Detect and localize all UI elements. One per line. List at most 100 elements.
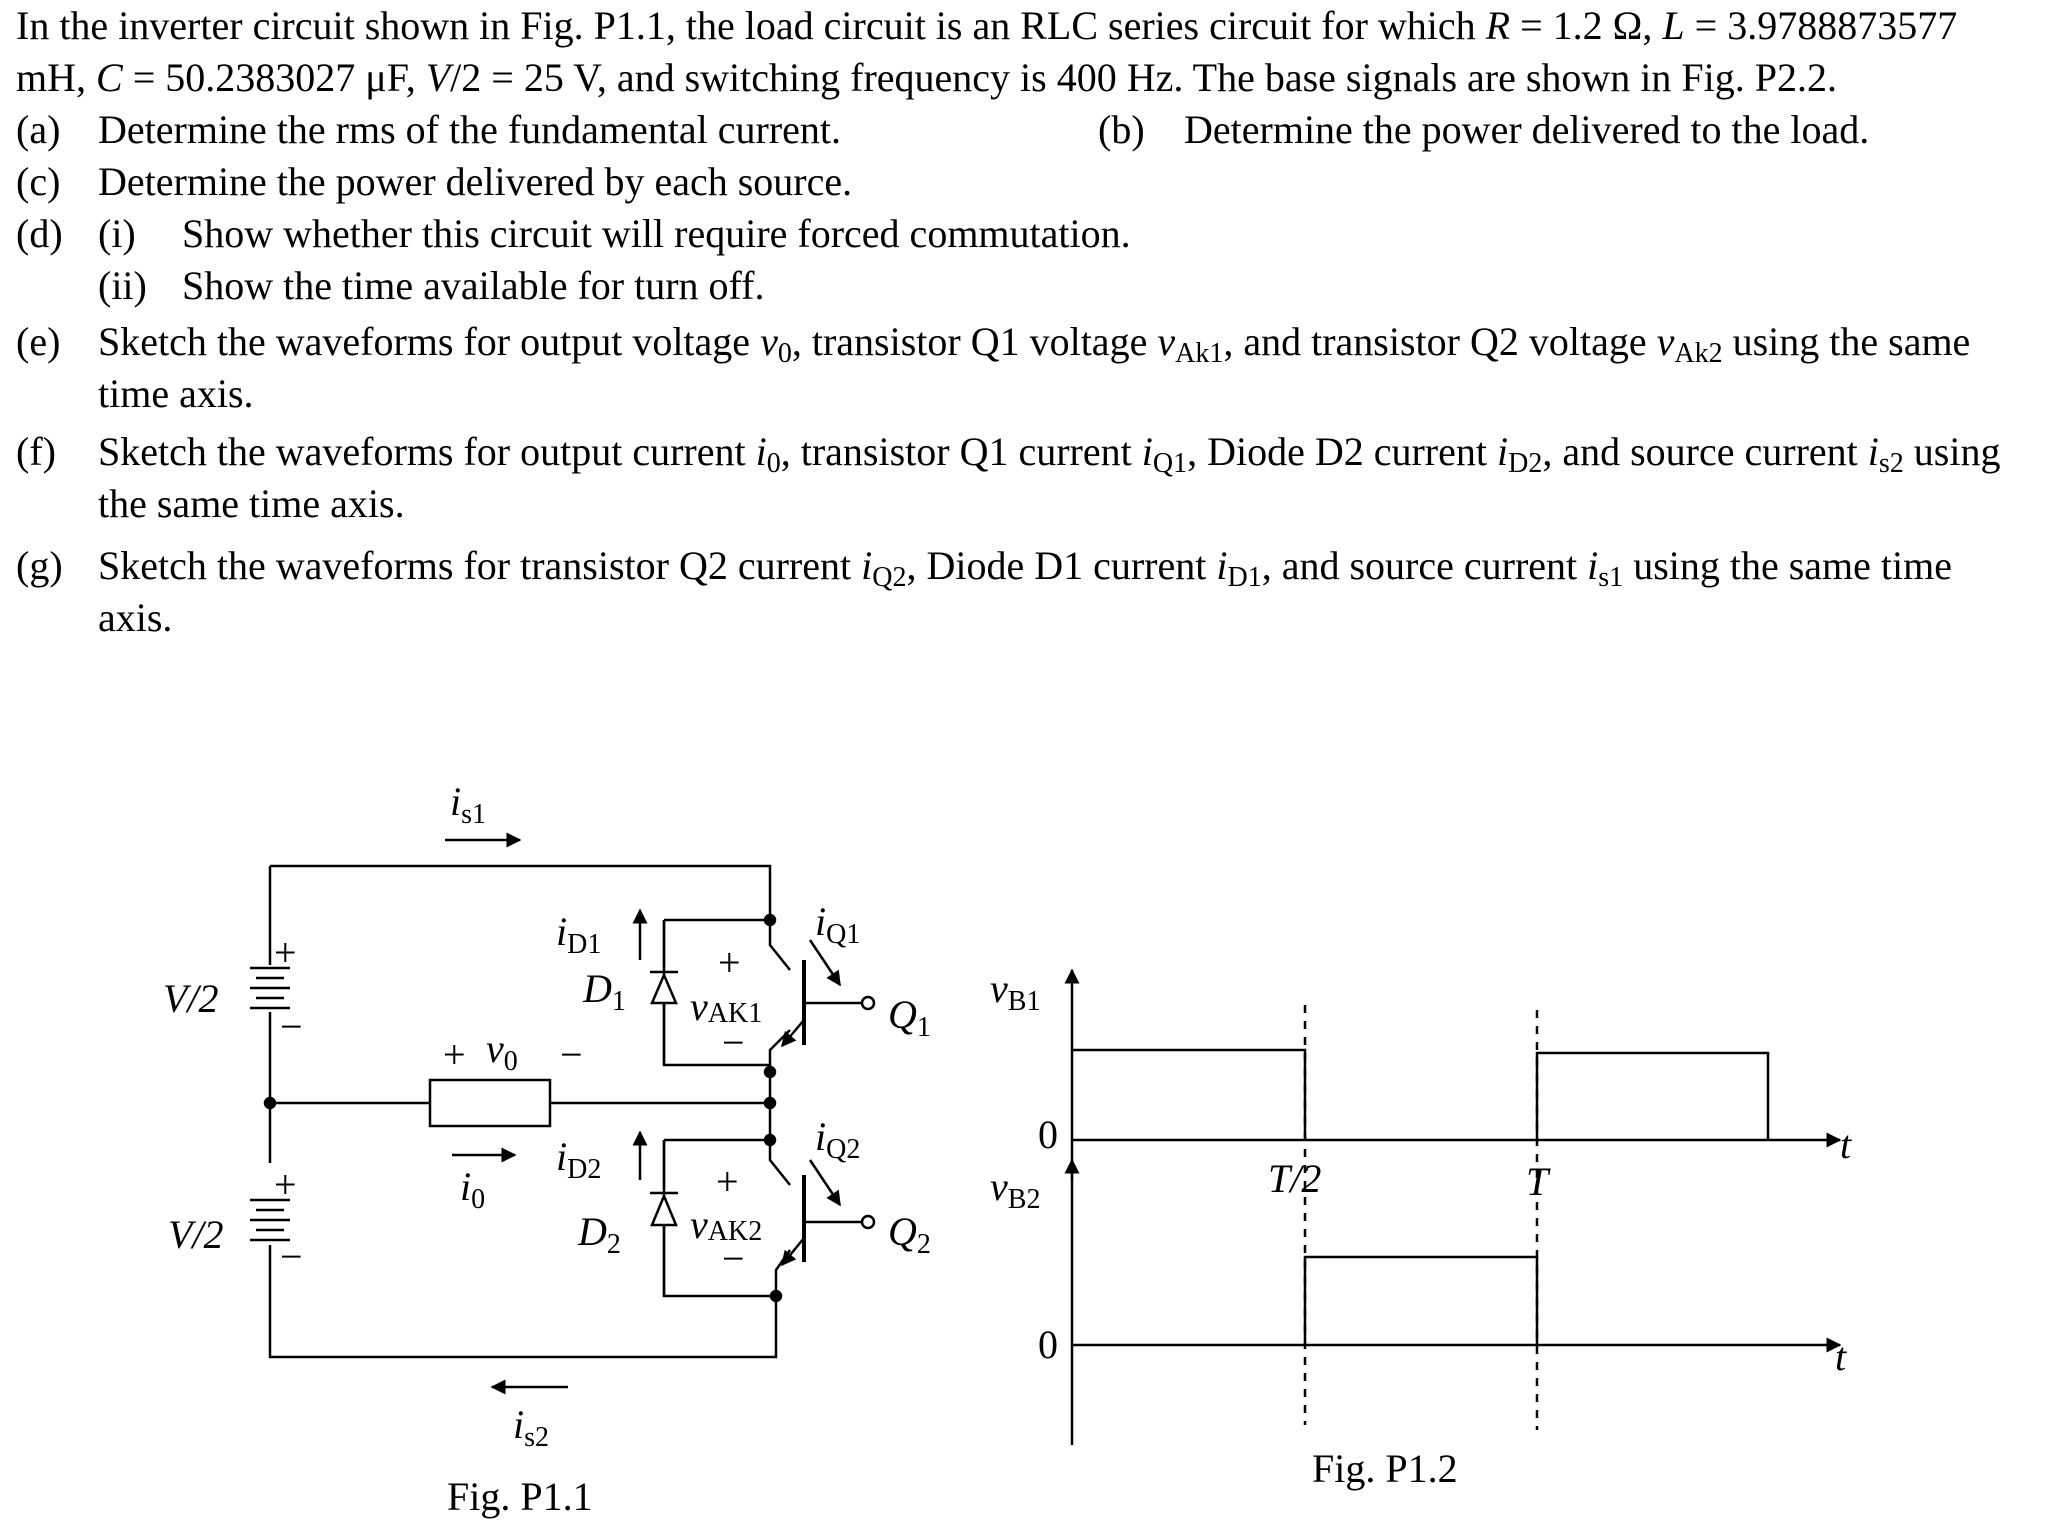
wire-mid-to-lower: [768, 1103, 791, 1186]
wire-left-bot: [268, 1245, 778, 1359]
part-c-text: Determine the power delivered by each so…: [98, 159, 853, 204]
node-bottom: [769, 1289, 783, 1303]
label-vs-top-minus: −: [280, 1004, 303, 1049]
value-R: = 1.2 Ω,: [1510, 3, 1663, 48]
label-id2: iD2: [556, 1134, 601, 1185]
label-iq2: iQ2: [815, 1114, 860, 1165]
waveform-labels: vB1 vB2 0 0 t t T/2 T Fig. P1.2: [990, 966, 1852, 1491]
part-g-text-1: Sketch the waveforms for transistor Q2 c…: [98, 543, 862, 588]
label-vb2: vB2: [990, 1164, 1040, 1215]
label-vak1: vAK1: [690, 984, 762, 1029]
part-c-label: (c): [16, 159, 61, 204]
node-q1-top: [763, 913, 777, 927]
label-vb1: vB1: [990, 966, 1040, 1017]
part-g: (g) Sketch the waveforms for transistor Q…: [16, 540, 2010, 644]
vb1-pulse-1: [1072, 1048, 1307, 1140]
sub-is1: s1: [1598, 562, 1624, 593]
q1-emitter-arrow: [781, 1019, 805, 1048]
label-vs-bottom-plus: +: [274, 1162, 297, 1207]
label-d1: D1: [582, 966, 626, 1017]
var-is1: i: [1587, 543, 1599, 588]
part-d-ii: (ii) Show the time available for turn off…: [16, 260, 2010, 312]
part-e-text-1: Sketch the waveforms for output voltage: [98, 319, 761, 364]
label-id1: iD1: [556, 909, 601, 960]
label-is2: is2: [513, 1402, 549, 1453]
label-q2: Q2: [888, 1209, 931, 1260]
symbol-L: L: [1662, 3, 1685, 48]
part-e-text-3: , and transistor Q2 voltage: [1223, 319, 1657, 364]
part-d-ii-label: (ii): [98, 263, 147, 308]
d1-diode: [650, 971, 678, 1005]
label-zero-bottom: 0: [1038, 1322, 1058, 1367]
symbol-R: R: [1485, 3, 1511, 48]
part-g-text-4: using the same time axis.: [98, 543, 1953, 640]
part-d-ii-text: Show the time available for turn off.: [182, 263, 765, 308]
sub-vak2: Ak2: [1674, 338, 1723, 369]
part-f: (f) Sketch the waveforms for output curre…: [16, 426, 2010, 530]
sub-iq1: Q1: [1152, 448, 1188, 479]
value-V: /2 = 25 V, and switching frequency is 40…: [450, 55, 1838, 100]
part-e-text-4: using the same time axis.: [98, 319, 1971, 416]
part-f-text-3: , Diode D2 current: [1187, 429, 1497, 474]
part-b-text: Determine the power delivered to the loa…: [1184, 107, 1870, 152]
arrow-iq1: [808, 939, 842, 987]
part-f-label: (f): [16, 429, 56, 474]
sub-i0: 0: [766, 448, 781, 479]
symbol-C: C: [96, 55, 123, 100]
label-t-top: t: [1840, 1122, 1852, 1167]
q2-terminal: [860, 1214, 876, 1230]
part-f-text-1: Sketch the waveforms for output current: [98, 429, 756, 474]
var-i0: i: [755, 429, 767, 474]
part-g-label: (g): [16, 543, 63, 588]
label-is1: is1: [450, 779, 486, 830]
node-left: [263, 1096, 277, 1110]
part-a-label: (a): [16, 107, 61, 152]
sub-id1: D1: [1227, 562, 1262, 593]
upper-cell-frame: [662, 918, 770, 1067]
arrow-iq2: [808, 1159, 842, 1207]
part-c: (c) Determine the power delivered by each…: [16, 156, 2010, 208]
q1-terminal: [860, 995, 876, 1011]
symbol-V: V: [425, 55, 451, 100]
label-vs-top-plus: +: [274, 930, 297, 975]
circuit-diagram: [250, 832, 876, 1395]
part-f-text-5: using the same time axis.: [98, 429, 2001, 526]
var-is2: i: [1867, 429, 1879, 474]
part-d-i: (d) (i) Show whether this circuit will req…: [16, 208, 2010, 260]
part-d-i-text: Show whether this circuit will require f…: [182, 211, 1131, 256]
part-e-label: (e): [16, 319, 61, 364]
label-vs-bottom: V/2: [168, 1212, 224, 1257]
var-v0: v: [760, 319, 778, 364]
wire-q1-collector: [768, 920, 791, 971]
label-vak1-minus: −: [722, 1020, 745, 1065]
node-mid-1: [763, 1065, 777, 1079]
sub-v0: 0: [777, 338, 792, 369]
sub-vak1: Ak1: [1175, 338, 1224, 369]
fig-p1-1-caption: Fig. P1.1: [447, 1474, 593, 1519]
label-t-half: T/2: [1268, 1156, 1321, 1201]
part-d-i-label: (i): [98, 211, 136, 256]
vb2-pulse: [1303, 1255, 1539, 1345]
part-d-label: (d): [16, 211, 63, 256]
label-v0-minus: −: [560, 1032, 583, 1077]
part-g-text-2: , Diode D1 current: [906, 543, 1217, 588]
label-zero-top: 0: [1038, 1112, 1058, 1157]
var-vak2: v: [1656, 319, 1675, 364]
var-iq2: i: [861, 543, 873, 588]
label-q1: Q1: [888, 992, 931, 1043]
node-mid-2: [763, 1096, 777, 1110]
parts-a-b: (a)Determine the rms of the fundamental …: [16, 104, 2010, 156]
sub-is2: s2: [1878, 448, 1904, 479]
intro-text: In the inverter circuit shown in Fig. P1…: [16, 3, 1486, 48]
problem-intro: In the inverter circuit shown in Fig. P1…: [16, 0, 2010, 104]
label-vak2: vAK2: [690, 1202, 762, 1247]
part-b: (b)Determine the power delivered to the …: [1098, 104, 1869, 156]
part-e: (e) Sketch the waveforms for output volta…: [16, 316, 2010, 420]
label-i0: i0: [460, 1164, 485, 1215]
part-a: (a)Determine the rms of the fundamental …: [16, 104, 1098, 156]
part-e-text-2: , transistor Q1 voltage: [791, 319, 1158, 364]
d2-diode: [650, 1192, 678, 1227]
vb1-pulse-2: [1535, 1051, 1770, 1140]
circuit-labels: is1 is2 V/2 V/2 + − + − + v0 − i0 iD1 iD…: [163, 779, 931, 1519]
